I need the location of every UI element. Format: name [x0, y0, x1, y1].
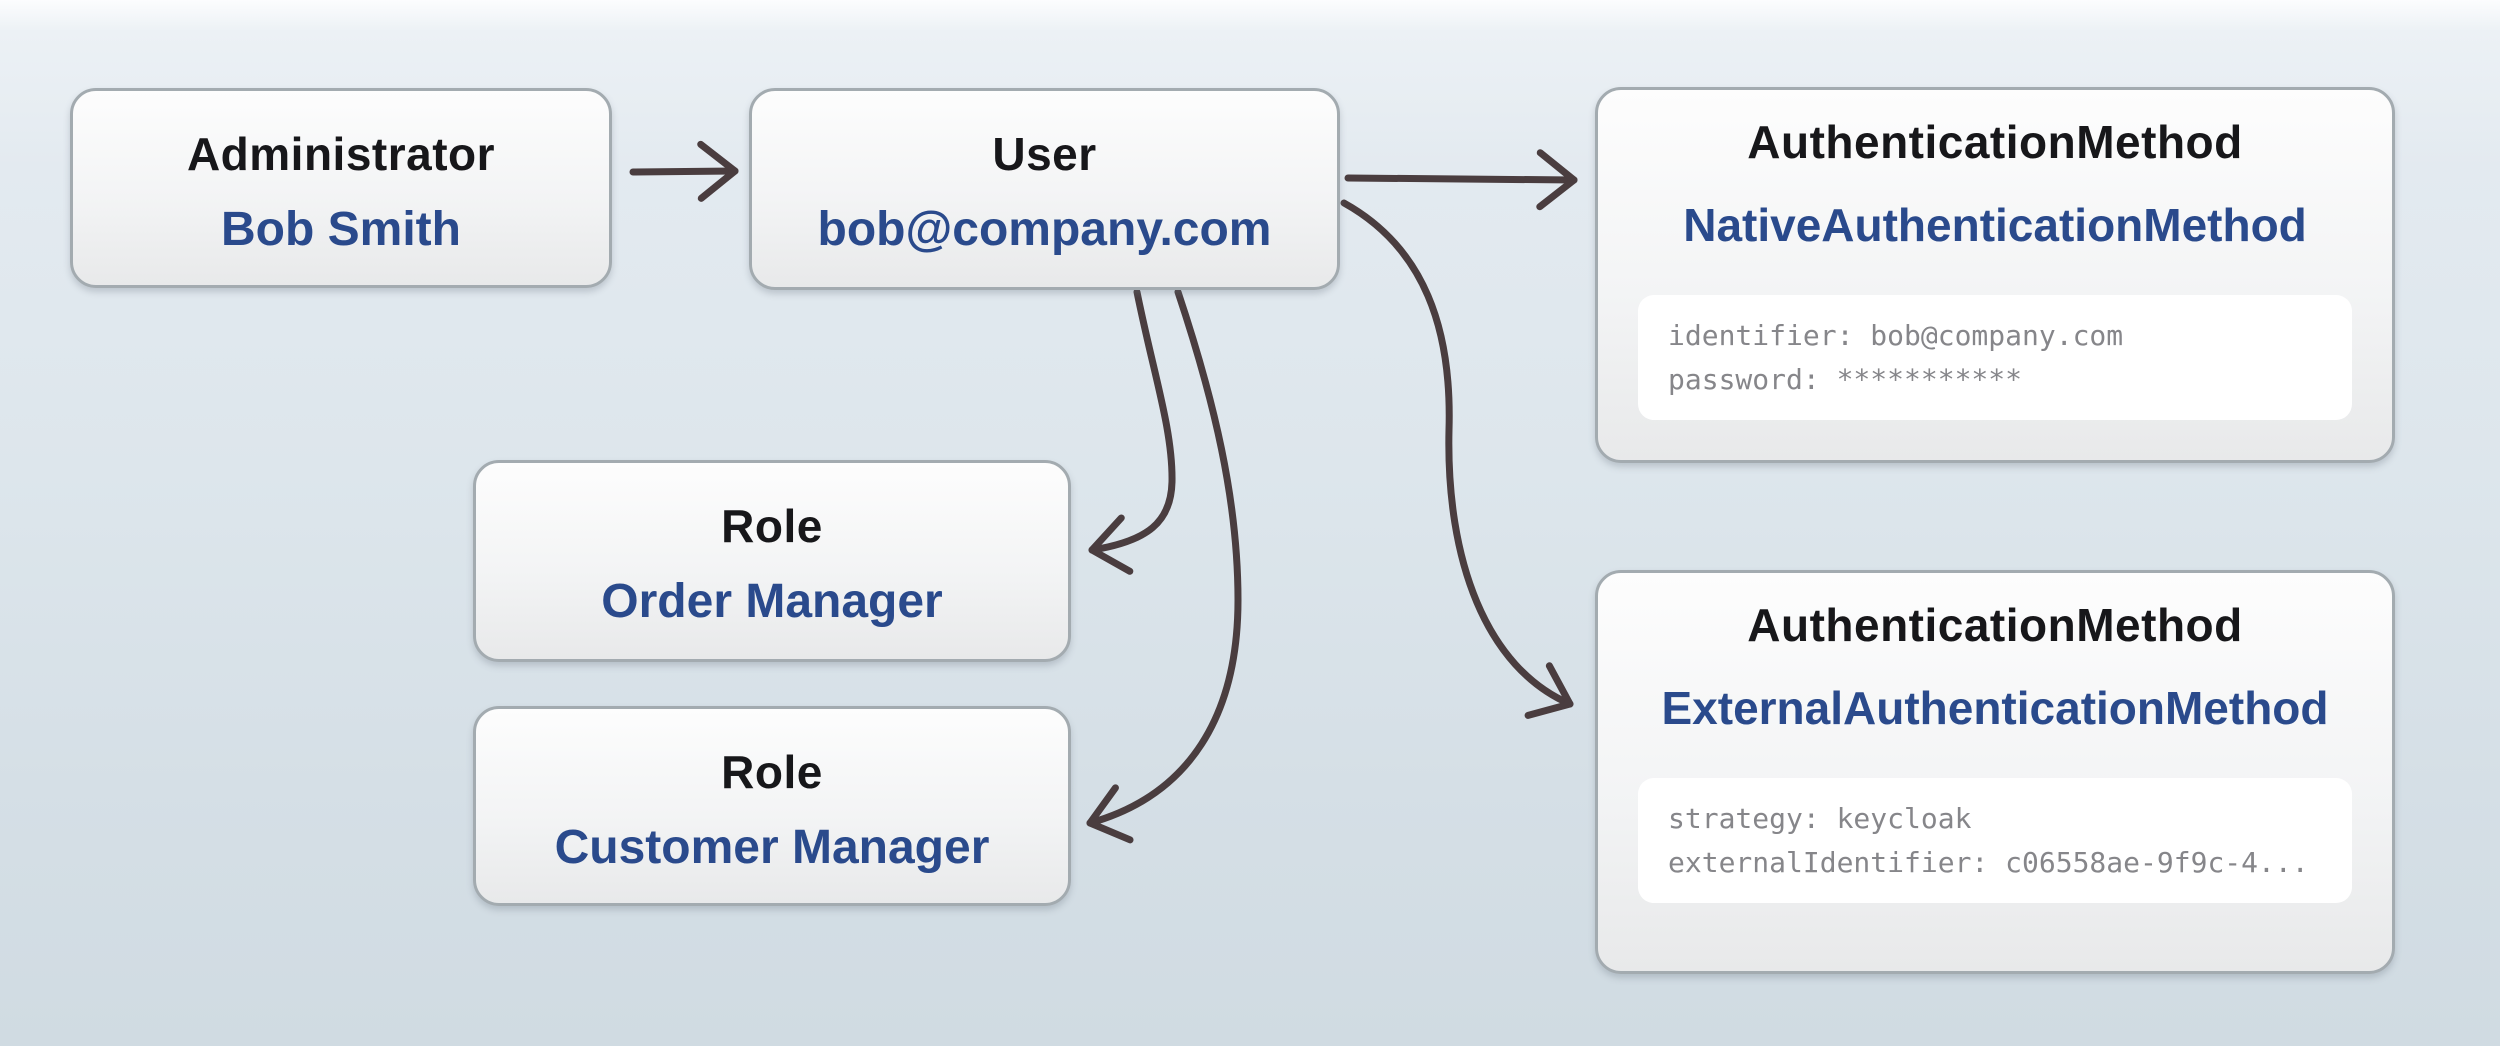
- property-line-external-identifier: externalIdentifier: c06558ae-9f9c-4...: [1668, 845, 2309, 879]
- node-type-label: AuthenticationMethod: [1747, 116, 2243, 168]
- node-instance-label: Bob Smith: [221, 203, 461, 256]
- node-type-label: Administrator: [186, 128, 496, 180]
- property-line-password: password: ***********: [1668, 362, 2023, 396]
- node-instance-label: NativeAuthenticationMethod: [1683, 199, 2307, 251]
- node-external-authentication-method: AuthenticationMethod ExternalAuthenticat…: [1595, 570, 2395, 974]
- node-type-label: User: [992, 128, 1097, 180]
- arrow-administrator-to-user: [629, 140, 739, 202]
- node-instance-label: ExternalAuthenticationMethod: [1661, 682, 2329, 734]
- node-role-customer-manager: Role Customer Manager: [473, 706, 1071, 906]
- arrow-user-to-external-auth: [1340, 199, 1574, 719]
- arrow-user-to-role-customer-manager: [1086, 288, 1242, 844]
- property-line-identifier: identifier: bob@company.com: [1668, 318, 2124, 352]
- arrow-user-to-native-auth: [1344, 149, 1578, 211]
- node-native-authentication-method: AuthenticationMethod NativeAuthenticatio…: [1595, 87, 2395, 463]
- property-line-strategy: strategy: keycloak: [1668, 801, 1972, 835]
- node-instance-label: Order Manager: [601, 575, 943, 628]
- node-type-label: Role: [721, 500, 823, 552]
- node-type-label: Role: [721, 746, 823, 798]
- arrow-user-to-role-order-manager: [1088, 288, 1176, 575]
- node-instance-label: bob@company.com: [817, 203, 1272, 256]
- node-user: User bob@company.com: [749, 88, 1340, 290]
- node-instance-label: Customer Manager: [554, 821, 990, 874]
- node-administrator: Administrator Bob Smith: [70, 88, 612, 288]
- node-role-order-manager: Role Order Manager: [473, 460, 1071, 662]
- node-type-label: AuthenticationMethod: [1747, 599, 2243, 651]
- properties-panel: identifier: bob@company.com password: **…: [1638, 295, 2352, 420]
- properties-panel: strategy: keycloak externalIdentifier: c…: [1638, 778, 2352, 903]
